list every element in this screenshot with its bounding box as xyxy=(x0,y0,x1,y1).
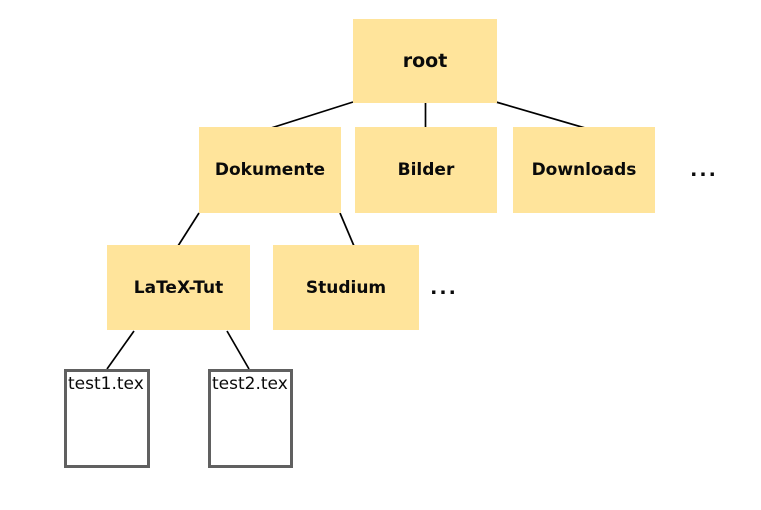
node-file-test1: test1.tex xyxy=(64,369,150,468)
node-latex-tut: LaTeX-Tut xyxy=(107,245,250,330)
more-siblings-level3-label: ... xyxy=(430,276,458,299)
node-file-test1-label: test1.tex xyxy=(68,374,144,394)
node-downloads-label: Downloads xyxy=(531,160,637,180)
node-file-test2-label: test2.tex xyxy=(212,374,288,394)
node-studium: Studium xyxy=(273,245,419,330)
node-studium-label: Studium xyxy=(305,277,387,298)
node-dokumente-label: Dokumente xyxy=(214,160,326,180)
more-siblings-level2-ellipsis: ... xyxy=(683,127,725,213)
more-siblings-level2-label: ... xyxy=(690,159,718,181)
edge-dokumente-studium xyxy=(339,212,355,247)
node-bilder-label: Bilder xyxy=(397,160,455,180)
edge-root-downloads xyxy=(495,101,586,129)
node-latex-tut-label: LaTeX-Tut xyxy=(133,277,224,298)
node-bilder: Bilder xyxy=(355,127,497,213)
edge-dokumente-latex-tut xyxy=(177,212,200,247)
node-dokumente: Dokumente xyxy=(199,127,341,213)
edge-root-dokumente xyxy=(270,101,354,129)
edge-latex-tut-test1 xyxy=(106,330,135,370)
node-file-test2: test2.tex xyxy=(208,369,293,468)
more-siblings-level3-ellipsis: ... xyxy=(423,245,465,330)
node-downloads: Downloads xyxy=(513,127,655,213)
node-root-label: root xyxy=(402,50,448,72)
edge-latex-tut-test2 xyxy=(226,330,250,370)
node-root: root xyxy=(353,19,497,103)
